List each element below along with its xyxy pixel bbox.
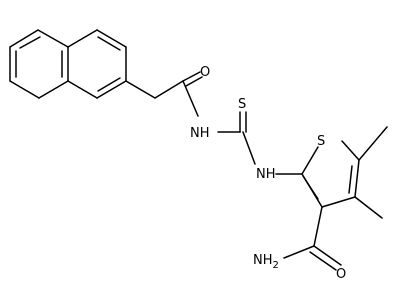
bond bbox=[185, 76, 203, 87]
bond bbox=[341, 140, 360, 161]
bond bbox=[97, 77, 121, 92]
bond bbox=[38, 80, 69, 99]
bond bbox=[301, 146, 319, 175]
bond bbox=[97, 36, 121, 51]
atom-label-oxygen-carboxamide: O bbox=[336, 267, 346, 282]
bond bbox=[96, 29, 127, 48]
atom-label-sulfur-ring: S bbox=[317, 134, 325, 149]
bond bbox=[313, 206, 323, 247]
bond bbox=[313, 245, 342, 266]
atom-label-oxygen-acyl: O bbox=[200, 65, 210, 80]
thiourea-group bbox=[217, 111, 256, 165]
atom-label-nh2-subscript: 2 bbox=[273, 260, 279, 271]
bond bbox=[96, 80, 127, 99]
atom-label-nh-amide: NH bbox=[190, 126, 210, 141]
bond bbox=[9, 80, 40, 99]
bond bbox=[67, 29, 98, 48]
bond bbox=[283, 245, 315, 259]
naphthalene-group bbox=[9, 29, 127, 99]
atom-label-nh-thiourea: NH bbox=[256, 167, 276, 182]
thiophene-ring bbox=[275, 126, 388, 271]
bond bbox=[37, 29, 69, 48]
bond bbox=[302, 175, 319, 200]
bond bbox=[348, 165, 353, 194]
bond bbox=[354, 196, 383, 219]
bond bbox=[182, 80, 199, 117]
atom-label-nh2-carboxamide: NH2 bbox=[253, 253, 279, 271]
acetamide-linker bbox=[125, 71, 203, 117]
bond bbox=[9, 29, 39, 48]
atom-label-nh: NH bbox=[253, 253, 273, 268]
bond bbox=[154, 80, 184, 99]
bond bbox=[242, 131, 256, 165]
bond bbox=[309, 251, 337, 271]
bond bbox=[321, 196, 356, 208]
bond bbox=[67, 80, 98, 99]
bond bbox=[182, 71, 201, 82]
bond bbox=[125, 80, 156, 99]
atom-label-sulfur-thiocarbonyl: S bbox=[238, 97, 246, 112]
bond bbox=[19, 36, 41, 49]
bond bbox=[358, 126, 388, 161]
bond bbox=[354, 159, 360, 198]
